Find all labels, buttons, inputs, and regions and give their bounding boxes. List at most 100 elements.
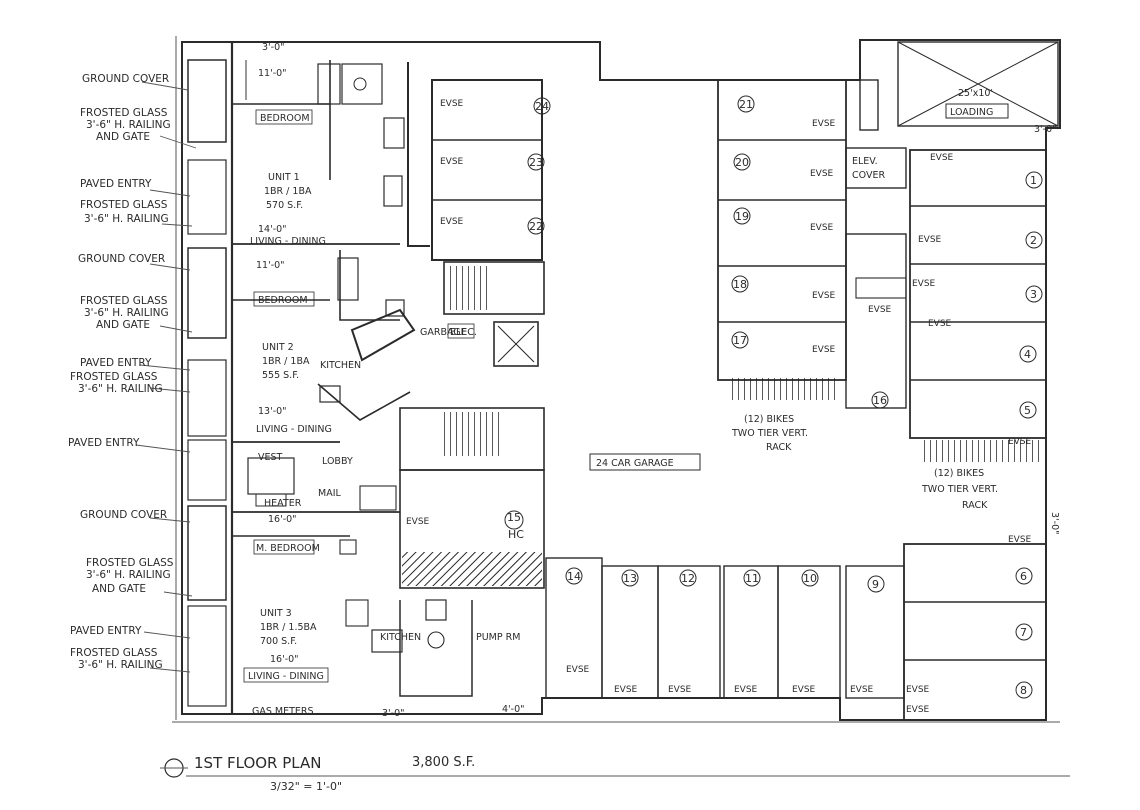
- dimensions: 3'-0" 11'-0" 1 4'-0" 11'-0" 13'-0" 16'-0"…: [256, 42, 1060, 719]
- stall-number: 2: [1030, 234, 1037, 247]
- evse-label: EVSE: [440, 157, 464, 167]
- room-labels: BEDROOM UNIT 1 1BR / 1BA 570 S.F. LIVING…: [243, 109, 520, 717]
- stall-number: 1: [1030, 174, 1037, 187]
- dim-right: 3'-0": [1049, 512, 1060, 535]
- evse-label: EVSE: [928, 319, 952, 329]
- stall-number: 23: [529, 156, 543, 169]
- circulation-core: [399, 261, 545, 589]
- evse-label: EVSE: [440, 99, 464, 109]
- evse-tags: EVSE EVSE EVSE EVSE EVSE EVSE EVSE EVSE …: [406, 99, 1032, 715]
- label-ground-cover: GROUND COVER: [78, 253, 165, 265]
- unit3-name: UNIT 3: [260, 608, 292, 619]
- loading-label: LOADING: [950, 107, 993, 118]
- label-and-gate: AND GATE: [92, 583, 146, 595]
- evse-label: EVSE: [614, 685, 638, 695]
- label-railing: 3'-6" H. RAILING: [78, 659, 163, 671]
- label-paved-entry: PAVED ENTRY: [70, 625, 142, 637]
- evse-label: EVSE: [734, 685, 758, 695]
- evse-label: EVSE: [812, 119, 836, 129]
- stall-number: 7: [1020, 626, 1027, 639]
- evse-label: EVSE: [868, 305, 892, 315]
- stall-number: 20: [735, 156, 749, 169]
- unit1-type: 1BR / 1BA: [264, 186, 312, 197]
- label-frosted-glass: FROSTED GLASS: [80, 295, 168, 307]
- dim-unit2-living: 13'-0": [258, 406, 287, 417]
- loading-size-label: 25'x10': [958, 88, 993, 99]
- dim-loading: 3'-0": [1034, 124, 1057, 135]
- unit2-area: 555 S.F.: [262, 370, 299, 381]
- label-railing: 3'-6" H. RAILING: [78, 383, 163, 395]
- bedroom-label: BEDROOM: [260, 113, 310, 124]
- bikes-label: TWO TIER VERT.: [921, 484, 998, 495]
- mail-label: MAIL: [318, 488, 341, 499]
- stall-number: 18: [733, 278, 747, 291]
- stall-number: 6: [1020, 570, 1027, 583]
- drawing-scale: 3/32" = 1'-0": [270, 780, 342, 793]
- stall-numbers: 24 23 22 21 20 19 18 17 16 15 HC 1 2 3 4…: [504, 95, 1043, 699]
- evse-label: EVSE: [812, 345, 836, 355]
- stall-number: 21: [739, 98, 753, 111]
- label-railing: 3'-6" H. RAILING: [86, 569, 171, 581]
- stall-number: 24: [535, 100, 549, 113]
- kitchen-label: KITCHEN: [380, 632, 421, 643]
- dim-unit1-bedroom: 11'-0": [258, 68, 287, 79]
- bikes-label: RACK: [962, 500, 988, 511]
- kitchen-label: KITCHEN: [320, 360, 361, 371]
- bikes-label: TWO TIER VERT.: [731, 428, 808, 439]
- stall-hc: HC: [508, 528, 524, 541]
- dim-bottom-3: 3'-0": [382, 708, 405, 719]
- label-frosted-glass: FROSTED GLASS: [70, 647, 158, 659]
- drawing-title: 1ST FLOOR PLAN: [194, 754, 321, 772]
- dim-unit2-bedroom: 11'-0": [256, 260, 285, 271]
- garage-label: 24 CAR GARAGE: [596, 458, 674, 469]
- leader-lines: [135, 81, 197, 673]
- label-ground-cover: GROUND COVER: [80, 509, 167, 521]
- stall-number: 4: [1024, 348, 1031, 361]
- evse-label: EVSE: [792, 685, 816, 695]
- dim-top: 3'-0": [262, 42, 285, 53]
- evse-label: EVSE: [918, 235, 942, 245]
- evse-label: EVSE: [906, 705, 930, 715]
- unit3-area: 700 S.F.: [260, 636, 297, 647]
- label-railing: 3'-6" H. RAILING: [84, 213, 169, 225]
- label-frosted-glass: FROSTED GLASS: [80, 199, 168, 211]
- bedroom-label: BEDROOM: [258, 295, 308, 306]
- dim-bottom-4: 4'-0": [502, 704, 525, 715]
- exterior-strip: [187, 59, 227, 707]
- evse-label: EVSE: [440, 217, 464, 227]
- unit2-type: 1BR / 1BA: [262, 356, 310, 367]
- label-and-gate: AND GATE: [96, 319, 150, 331]
- evse-label: EVSE: [930, 153, 954, 163]
- stall-number: 3: [1030, 288, 1037, 301]
- label-and-gate: AND GATE: [96, 131, 150, 143]
- label-paved-entry: PAVED ENTRY: [80, 178, 152, 190]
- bikes-label: RACK: [766, 442, 792, 453]
- apartment-units: [230, 42, 473, 714]
- evse-label: EVSE: [810, 223, 834, 233]
- unit2-name: UNIT 2: [262, 342, 294, 353]
- stall-number: 16: [873, 394, 887, 407]
- gas-meters-label: GAS METERS: [252, 706, 314, 717]
- stall-number: 8: [1020, 684, 1027, 697]
- evse-label: EVSE: [406, 517, 430, 527]
- bikes-label: (12) BIKES: [744, 414, 794, 425]
- dim-unit3-living: 16'-0": [270, 654, 299, 665]
- stall-number: 10: [803, 572, 817, 585]
- building-outline: [172, 36, 1061, 723]
- living-dining-label: LIVING - DINING: [248, 671, 324, 682]
- stall-number: 13: [623, 572, 637, 585]
- stall-number: 12: [681, 572, 695, 585]
- unit1-name: UNIT 1: [268, 172, 300, 183]
- dim-unit3-bedroom: 16'-0": [268, 514, 297, 525]
- stall-number: 11: [745, 572, 759, 585]
- pump-room-label: PUMP RM: [476, 632, 520, 643]
- stall-number: 22: [529, 220, 543, 233]
- label-frosted-glass: FROSTED GLASS: [70, 371, 158, 383]
- unit3-type: 1BR / 1.5BA: [260, 622, 317, 633]
- evse-label: EVSE: [566, 665, 590, 675]
- floor-area: 3,800 S.F.: [412, 755, 475, 770]
- label-frosted-glass: FROSTED GLASS: [80, 107, 168, 119]
- unit1-area: 570 S.F.: [266, 200, 303, 211]
- evse-label: EVSE: [850, 685, 874, 695]
